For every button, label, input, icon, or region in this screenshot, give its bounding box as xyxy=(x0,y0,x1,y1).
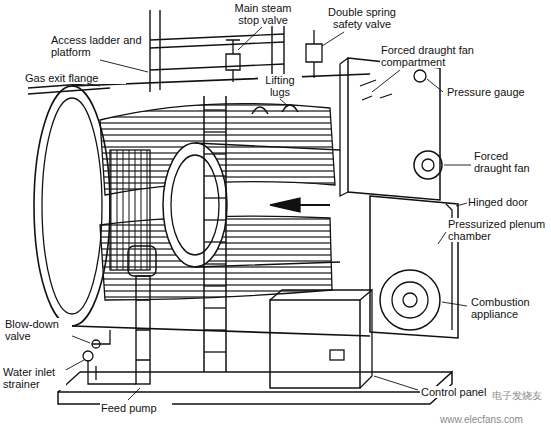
callout-label: Gas exit flange xyxy=(24,72,126,84)
ladder-rung xyxy=(204,329,226,330)
callout-label: Feed pump xyxy=(100,402,172,414)
callout-label: Access ladder and platform xyxy=(50,34,146,58)
ladder-rung xyxy=(204,153,226,154)
ladder-rung xyxy=(204,285,226,286)
ladder-rung xyxy=(204,241,226,242)
callout-label: Pressurized plenum chamber xyxy=(447,218,549,242)
callout-label: Main steam stop valve xyxy=(226,2,300,26)
callout-label: Double spring safety valve xyxy=(318,6,406,30)
watermark-text: www.elecfans.com xyxy=(439,414,549,426)
ladder-rung xyxy=(204,109,226,110)
callout-label: Hinged door xyxy=(467,196,549,208)
watermark-text: 电子发烧友 xyxy=(491,390,549,402)
callout-label: Pressure gauge xyxy=(446,86,544,98)
callout-label: Control panel xyxy=(420,386,492,398)
callout-label: Water inlet strainer xyxy=(2,366,66,390)
callout-label: Forced draught fan xyxy=(473,150,549,174)
callout-label: Blow-down valve xyxy=(4,318,72,342)
callout-label: Lifting lugs xyxy=(258,74,302,98)
ladder-rung xyxy=(204,263,226,264)
ladder-rung xyxy=(204,351,226,352)
ladder-rung xyxy=(204,197,226,198)
ladder-rung xyxy=(204,307,226,308)
ladder-rung xyxy=(204,219,226,220)
callout-label: Forced draught fan compartment xyxy=(380,44,506,68)
callout-label: Combustion appliance xyxy=(470,296,548,320)
ladder-rung xyxy=(204,175,226,176)
ladder-rung xyxy=(204,131,226,132)
